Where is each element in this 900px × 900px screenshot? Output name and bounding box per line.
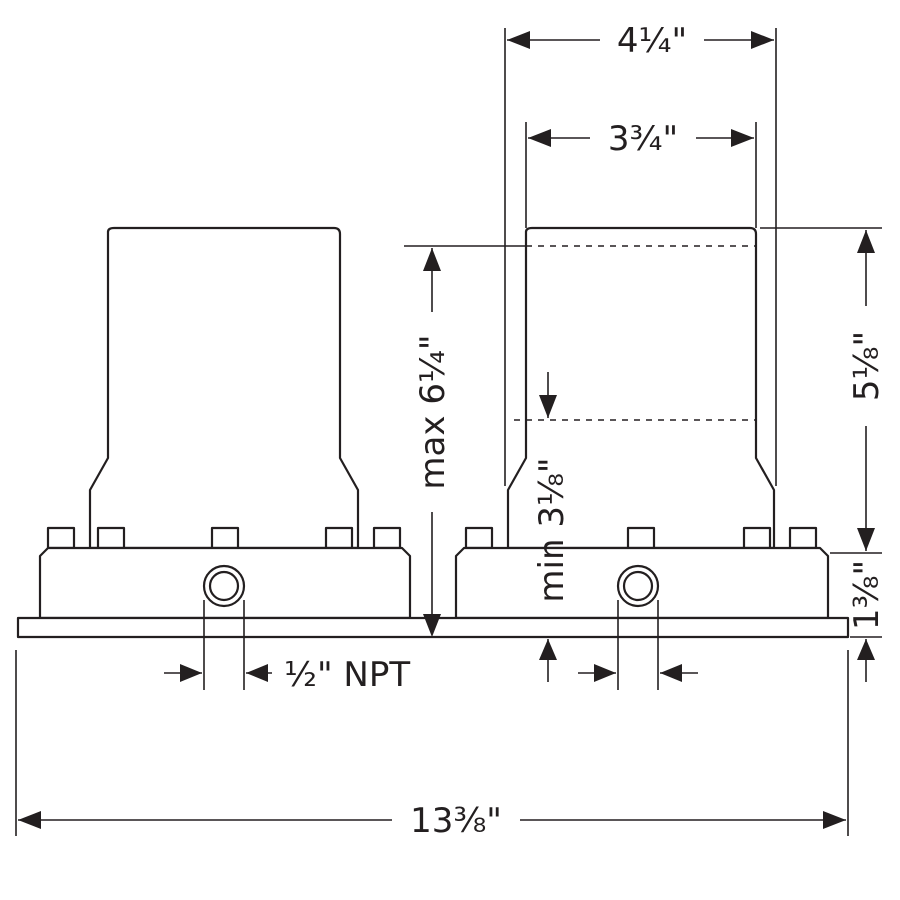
top-width-label: 4¼" — [617, 21, 687, 61]
right-pipe-arrow-right — [660, 664, 682, 682]
base-thickness-label: 1⅜" — [847, 560, 887, 630]
left-inlet-pipe-outer — [202, 564, 246, 608]
right-height-arrow-top — [857, 230, 875, 253]
right-nut-3 — [742, 526, 772, 550]
right-pipe-arrow-left — [594, 664, 616, 682]
right-height-arrow-bottom — [857, 528, 875, 551]
right-inlet-pipe-inner — [622, 570, 654, 602]
right-height-dimension: 5⅛" — [760, 227, 887, 554]
left-nut-3 — [210, 526, 240, 550]
left-nut-4 — [324, 526, 354, 550]
left-inlet-pipe-inner — [208, 570, 240, 602]
max-height-arrow-top — [423, 248, 441, 271]
left-nut-2 — [96, 526, 126, 550]
left-valve-plate — [38, 546, 412, 620]
min-depth-arrow-top — [539, 395, 557, 418]
base-thickness-dimension: 1⅜" — [847, 560, 887, 682]
right-nut-4 — [788, 526, 818, 550]
base-thickness-arrow — [857, 639, 875, 660]
total-width-label: 13⅜" — [410, 801, 502, 841]
top-width-arrow-left — [507, 31, 530, 49]
right-height-label: 5⅛" — [847, 331, 887, 401]
min-depth-dimension: min 3⅛" — [532, 372, 572, 682]
max-height-arrow-bottom — [423, 614, 441, 637]
min-depth-label: min 3⅛" — [532, 457, 572, 602]
pipe-size-dimension: ½" NPT — [164, 600, 698, 695]
right-inlet-pipe-outer — [616, 564, 660, 608]
left-nut-1 — [46, 526, 76, 550]
left-pipe-arrow-right — [246, 664, 268, 682]
min-depth-arrow-bottom — [539, 639, 557, 660]
top-width-dimension: 4¼" — [504, 21, 777, 486]
right-nut-1 — [464, 526, 494, 550]
total-width-dimension: 13⅜" — [15, 650, 849, 841]
left-valve-assembly — [38, 226, 412, 620]
right-valve-cartridge — [506, 226, 776, 550]
inner-width-arrow-left — [528, 129, 551, 147]
pipe-size-label: ½" NPT — [284, 655, 410, 695]
left-pipe-arrow-left — [180, 664, 202, 682]
inner-width-arrow-right — [731, 129, 754, 147]
max-height-dimension: max 6¼" — [404, 245, 526, 637]
top-width-arrow-right — [751, 31, 774, 49]
left-valve-cartridge — [88, 226, 360, 550]
inner-width-label: 3¾" — [608, 119, 678, 159]
max-height-label: max 6¼" — [413, 334, 453, 489]
total-width-arrow-right — [823, 811, 846, 829]
left-nut-5 — [372, 526, 402, 550]
right-valve-plate — [454, 546, 830, 620]
right-nut-2 — [626, 526, 656, 550]
inner-width-dimension: 3¾" — [525, 119, 757, 228]
total-width-arrow-left — [18, 811, 41, 829]
right-valve-assembly — [454, 226, 830, 620]
